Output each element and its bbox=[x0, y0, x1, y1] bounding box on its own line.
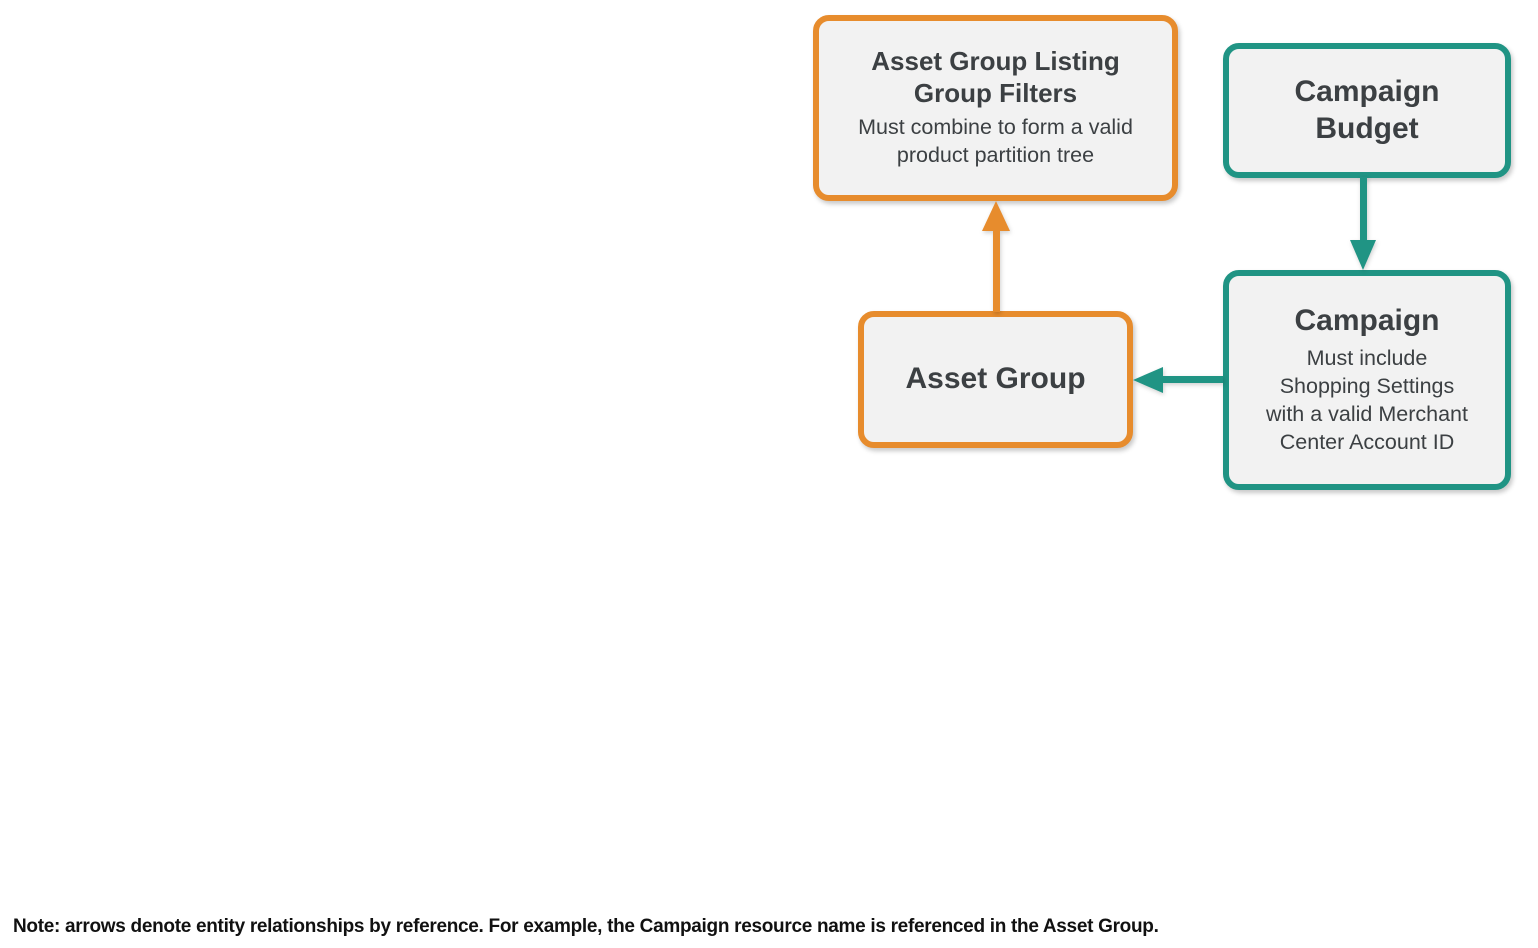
node-asset-group-listing-group-filters: Asset Group Listing Group Filters Must c… bbox=[813, 15, 1178, 201]
arrow-left-icon bbox=[1133, 366, 1163, 393]
node-asset-group: Asset Group bbox=[858, 311, 1133, 448]
node-title: Asset Group Listing Group Filters bbox=[871, 45, 1120, 108]
arrow-stem bbox=[1360, 177, 1367, 244]
node-subtitle: Must combine to form a valid product par… bbox=[858, 115, 1133, 168]
node-campaign-budget: Campaign Budget bbox=[1223, 43, 1511, 178]
arrow-up-icon bbox=[982, 201, 1010, 231]
footnote: Note: arrows denote entity relationships… bbox=[13, 916, 1159, 937]
node-title: Campaign bbox=[1294, 304, 1440, 338]
arrow-down-icon bbox=[1350, 240, 1376, 270]
node-campaign: Campaign Must include Shopping Settings … bbox=[1223, 270, 1511, 490]
node-title: Campaign Budget bbox=[1294, 74, 1440, 145]
node-title: Asset Group bbox=[905, 362, 1086, 396]
arrow-stem bbox=[993, 226, 1000, 312]
node-subtitle: Must include Shopping Settings with a va… bbox=[1266, 345, 1468, 454]
arrow-stem bbox=[1160, 376, 1223, 383]
